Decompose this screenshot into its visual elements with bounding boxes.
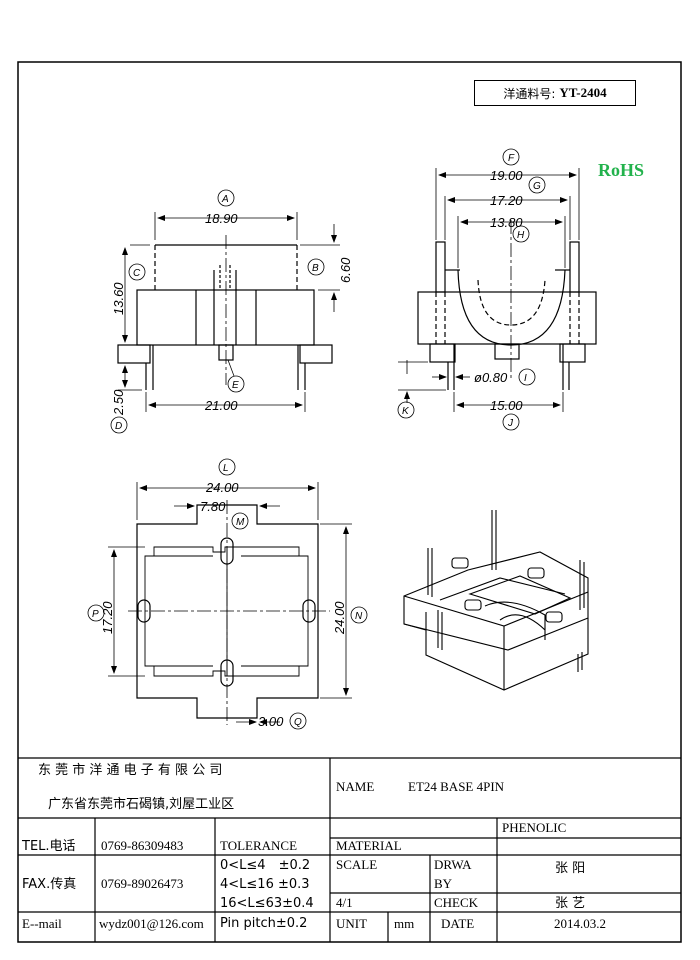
company-name: 东 莞 市 洋 通 电 子 有 限 公 司	[38, 762, 222, 778]
company-address: 广东省东莞市石碣镇,刘屋工业区	[48, 796, 234, 812]
dim-L-value: 24.00	[205, 480, 239, 495]
email-value: wydz001@126.com	[99, 916, 204, 931]
dim-B-tag: B	[312, 263, 319, 274]
dim-E-value: 21.00	[204, 398, 238, 413]
rohs-mark: RoHS	[598, 160, 645, 180]
dim-C-tag: C	[133, 268, 141, 279]
name-label: NAME	[336, 779, 374, 794]
tolerance-row-3: 16<L≤63±0.4	[220, 896, 314, 911]
dim-C-value: 13.60	[111, 282, 126, 315]
name-value: ET24 BASE 4PIN	[408, 779, 505, 794]
check-label: CHECK	[434, 895, 479, 910]
material-value: PHENOLIC	[502, 820, 566, 835]
tolerance-row-2: 4<L≤16 ±0.3	[220, 877, 310, 892]
unit-label: UNIT	[336, 916, 367, 931]
tel-value: 0769-86309483	[101, 838, 183, 853]
dim-J-tag: J	[507, 418, 514, 429]
part-number-label: 洋通料号:	[503, 86, 556, 101]
top-view	[87, 458, 368, 730]
tolerance-row-1: 0<L≤4 ±0.2	[220, 858, 310, 873]
dim-M-value: 7.80	[200, 499, 226, 514]
title-block-grid	[18, 757, 681, 942]
part-number-box: 洋通料号: YT-2404	[474, 80, 636, 106]
scale-value: 4/1	[336, 895, 353, 910]
material-label: MATERIAL	[336, 838, 402, 853]
dim-A-tag: A	[221, 194, 229, 205]
scale-label: SCALE	[336, 857, 377, 872]
front-view	[110, 189, 340, 434]
dim-N-value: 24.00	[332, 601, 347, 635]
dim-K-tag: K	[402, 406, 410, 417]
fax-label: FAX.传真	[22, 877, 76, 892]
dim-E-tag: E	[232, 380, 239, 391]
dim-D-value: 2.50	[111, 389, 126, 416]
fax-value: 0769-89026473	[101, 876, 183, 891]
date-value: 2014.03.2	[554, 916, 606, 931]
dim-H-tag: H	[517, 230, 525, 241]
tolerance-label: TOLERANCE	[220, 838, 297, 853]
dim-N-tag: N	[355, 611, 363, 622]
dim-H-value: 13.80	[490, 215, 523, 230]
drawn-by-label-1: DRWA	[434, 857, 472, 872]
check-value: 张 艺	[555, 896, 585, 911]
dim-M-tag: M	[236, 517, 245, 528]
dim-F-tag: F	[508, 153, 515, 164]
sheet-border	[17, 61, 682, 943]
dim-Q-tag: Q	[294, 717, 302, 728]
dim-B-value: 6.60	[338, 257, 353, 283]
date-label: DATE	[441, 916, 474, 931]
dim-J-value: 15.00	[490, 398, 523, 413]
dim-F-value: 19.00	[490, 168, 523, 183]
drawn-by-label-2: BY	[434, 876, 453, 891]
dim-G-value: 17.20	[490, 193, 523, 208]
tolerance-row-4: Pin pitch±0.2	[220, 916, 307, 931]
tel-label: TEL.电话	[21, 839, 76, 854]
dim-I-value: ø0.80	[474, 370, 508, 385]
part-number-value: YT-2404	[559, 85, 607, 100]
dim-D-tag: D	[115, 421, 122, 432]
dim-A-value: 18.90	[205, 211, 238, 226]
isometric-view	[403, 510, 589, 691]
dim-P-value: 17.20	[100, 601, 115, 634]
unit-value: mm	[394, 916, 414, 931]
dim-Q-value: 3.00	[258, 714, 284, 729]
side-view	[397, 148, 597, 431]
dim-P-tag: P	[92, 609, 99, 620]
drawn-by-value: 张 阳	[555, 861, 585, 876]
email-label: E--mail	[22, 916, 62, 931]
dim-G-tag: G	[533, 181, 541, 192]
dim-I-tag: I	[524, 373, 527, 384]
dim-L-tag: L	[223, 463, 229, 474]
